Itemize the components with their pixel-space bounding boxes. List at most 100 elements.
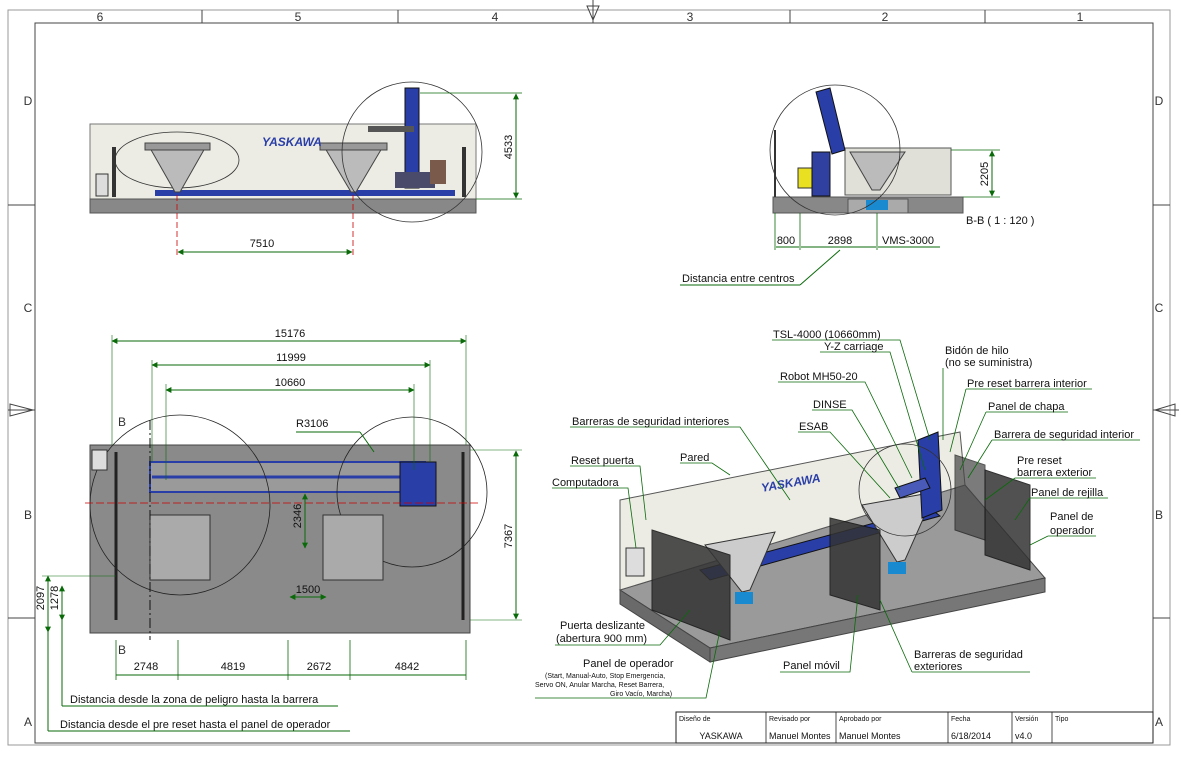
- zone-row-a-left: A: [24, 715, 32, 729]
- label-puerta-2: (abertura 900 mm): [556, 633, 647, 645]
- title-block-dividers: [765, 712, 1053, 743]
- r3106-leader-2: [359, 431, 375, 453]
- zone-col-5: 5: [295, 10, 302, 24]
- elevation-reach-circle-2: [341, 81, 483, 223]
- elevation-computer: [95, 173, 109, 197]
- tb-value-fecha: 6/18/2014: [951, 731, 991, 741]
- section-bb-view: 2205 B-B ( 1 : 120 ) 800 2898 VMS-3000 D…: [680, 84, 1034, 286]
- label-barreras-int: Barreras de seguridad interiores: [572, 416, 730, 428]
- zone-row-a-right: A: [1155, 715, 1163, 729]
- dim-1278: 1278: [49, 586, 61, 610]
- zone-col-3: 3: [687, 10, 694, 24]
- label-panel-operador-sub-3: Giro Vacío, Marcha): [610, 691, 672, 698]
- iso-leader-lines: [535, 339, 1140, 699]
- center-distance-note: Distancia entre centros: [682, 273, 795, 285]
- dim-2097: 2097: [35, 586, 47, 610]
- vms-label: VMS-3000: [882, 235, 934, 247]
- label-panel-operador: Panel de operador: [583, 658, 674, 670]
- dim-2672: 2672: [307, 661, 331, 673]
- dim-2346: 2346: [292, 504, 304, 528]
- label-robot: Robot MH50-20: [780, 371, 858, 383]
- label-esab: ESAB: [799, 421, 828, 433]
- section-column: [811, 151, 831, 197]
- tb-value-revisado: Manuel Montes: [769, 731, 831, 741]
- zone-row-d-left: D: [24, 94, 33, 108]
- label-yz: Y-Z carriage: [824, 341, 884, 353]
- label-panel-movil: Panel móvil: [783, 660, 840, 672]
- dim-1500: 1500: [296, 584, 320, 596]
- zone-row-labels: D C B A D C B A: [24, 94, 1164, 729]
- iso-reach-circle: [858, 443, 952, 537]
- tb-header-revisado: Revisado por: [769, 716, 811, 723]
- iso-robot-mast: [917, 431, 943, 519]
- zone-row-ticks: [8, 204, 1170, 619]
- tb-header-tipo: Tipo: [1055, 716, 1068, 723]
- iso-positioner-2: [861, 491, 936, 563]
- plan-dim-extensions: [111, 335, 467, 480]
- dim-r3106: R3106: [296, 418, 328, 430]
- elevation-wire-drum: [430, 160, 446, 184]
- label-bidon-2: (no se suministra): [945, 357, 1032, 369]
- zone-col-4: 4: [492, 10, 499, 24]
- zone-row-b-right: B: [1155, 508, 1163, 522]
- plan-robot: [399, 461, 437, 507]
- elevation-brand-text: YASKAWA: [262, 135, 322, 149]
- plan-computer: [91, 449, 108, 471]
- dim-11999: 11999: [276, 352, 306, 364]
- label-panel-op-2: operador: [1050, 525, 1094, 537]
- label-reset-puerta: Reset puerta: [571, 455, 635, 467]
- section-robot-arm: [815, 87, 846, 155]
- center-note-leader-2: [799, 249, 841, 286]
- title-block: Diseño de Revisado por Aprobado por Fech…: [675, 711, 1154, 744]
- label-panel-operador-sub-2: Servo ON, Anular Marcha, Reset Barrera,: [535, 682, 664, 689]
- label-panel-op-1: Panel de: [1050, 511, 1093, 523]
- zone-row-c-left: C: [24, 301, 33, 315]
- iso-floor-side: [709, 577, 1046, 663]
- isometric-view: YASKAWA: [535, 329, 1140, 699]
- elevation-robot-base: [395, 172, 435, 188]
- bottom-dim-ticks: [115, 640, 467, 680]
- dim-15176: 15176: [275, 328, 306, 340]
- tb-value-version: v4.0: [1015, 731, 1032, 741]
- centering-mark-top: [586, 0, 600, 22]
- elevation-positioner-2-top: [319, 142, 388, 151]
- label-tsl: TSL-4000 (10660mm): [773, 329, 881, 341]
- pre-reset-note: Distancia desde el pre reset hasta el pa…: [60, 719, 331, 731]
- elevation-floor: [89, 198, 477, 214]
- tb-header-diseno: Diseño de: [679, 716, 711, 723]
- label-dinse: DINSE: [813, 399, 847, 411]
- zone-col-2: 2: [882, 10, 889, 24]
- dim-4819: 4819: [221, 661, 245, 673]
- iso-barrier-right: [984, 469, 1031, 571]
- label-puerta-1: Puerta deslizante: [560, 620, 645, 632]
- label-panel-operador-sub-1: (Start, Manual-Auto, Stop Emergencia,: [545, 673, 665, 680]
- label-pre-reset-ext-1: Pre reset: [1017, 455, 1062, 467]
- dim-4842: 4842: [395, 661, 419, 673]
- label-barreras-ext-1: Barreras de seguridad: [914, 649, 1023, 661]
- elevation-barrier-right: [462, 147, 466, 197]
- title-block-frame: [675, 711, 1154, 744]
- dim-2898: 2898: [828, 235, 852, 247]
- section-reach-circle: [769, 84, 901, 216]
- plan-section-mark-top: B: [118, 415, 126, 429]
- dim-10660: 10660: [275, 377, 306, 389]
- plan-positioner-2: [322, 514, 384, 581]
- elevation-rail: [155, 190, 455, 196]
- dim-7510: 7510: [250, 238, 274, 250]
- tb-value-aprobado: Manuel Montes: [839, 731, 901, 741]
- section-vms-base: [866, 200, 888, 210]
- inner-border: [34, 22, 1154, 744]
- label-panel-chapa: Panel de chapa: [988, 401, 1065, 413]
- label-barreras-ext-2: exteriores: [914, 661, 963, 673]
- centering-mark-right: [1153, 403, 1179, 417]
- dim-800: 800: [777, 235, 795, 247]
- label-barrera-int: Barrera de seguridad interior: [994, 429, 1134, 441]
- zone-row-d-right: D: [1155, 94, 1164, 108]
- tb-value-diseno: YASKAWA: [699, 731, 742, 741]
- dim-4533: 4533: [503, 135, 515, 159]
- label-computadora: Computadora: [552, 477, 620, 489]
- iso-computer: [625, 547, 645, 577]
- zone-row-c-right: C: [1155, 301, 1164, 315]
- plan-view: B B 15176 11999 10660 R3106 2346 1500 73…: [35, 328, 522, 732]
